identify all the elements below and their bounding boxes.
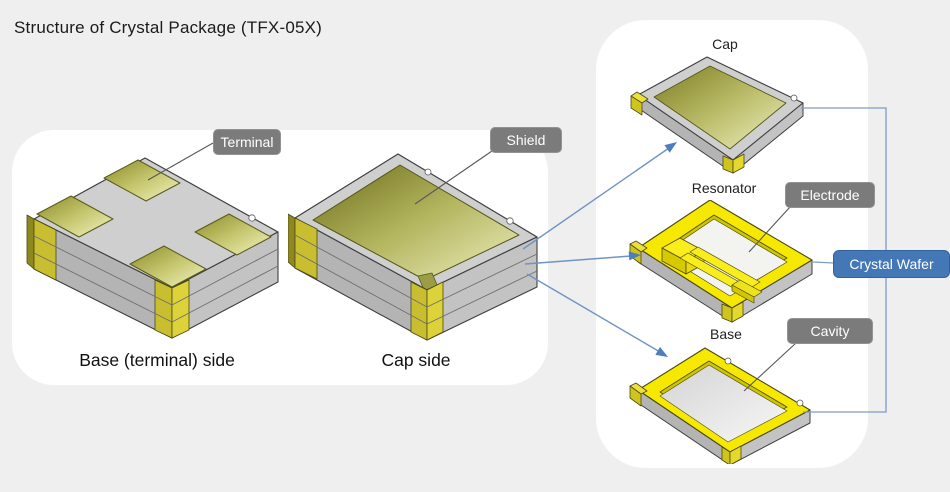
terminal-pads <box>36 159 272 288</box>
crystal-wafer-callout: Crystal Wafer <box>833 250 950 278</box>
edge-notch <box>796 399 804 407</box>
castellation-bottom-b <box>171 279 190 339</box>
shield-callout: Shield <box>490 127 562 153</box>
layer-lines <box>294 234 538 325</box>
cap-part-illustration <box>630 56 804 174</box>
castellation-left <box>33 218 57 281</box>
cap-side-package-illustration <box>288 153 538 341</box>
layer-lines <box>33 235 279 323</box>
castellation-bottom-a <box>154 279 173 339</box>
castellation-bottom-a <box>721 446 731 464</box>
terminal-pad <box>129 245 207 288</box>
terminal-pad <box>194 213 272 256</box>
castellation-bottom-b <box>729 445 742 464</box>
page-title: Structure of Crystal Package (TFX-05X) <box>14 18 323 37</box>
cap-inner-face <box>653 65 787 150</box>
castellation-left <box>294 217 318 280</box>
electrode-callout: Electrode <box>785 182 875 208</box>
base-side-package-illustration <box>26 157 279 339</box>
cavity-floor <box>659 364 788 443</box>
castellation-back <box>288 213 296 269</box>
resonator-label: Resonator <box>691 180 757 196</box>
terminal-pad <box>36 195 114 238</box>
castellation-back <box>26 214 35 270</box>
edge-notch <box>248 214 256 222</box>
cap-side-caption: Cap side <box>381 350 451 370</box>
cap-label: Cap <box>712 36 738 52</box>
edge-notch <box>424 168 432 176</box>
resonator-part-illustration <box>629 200 813 323</box>
castellation-left-front <box>630 95 643 116</box>
edge-notch <box>506 217 514 225</box>
castellation-bottom-b <box>732 153 745 174</box>
crystal-wafer-fork <box>661 237 763 304</box>
edge-notch <box>790 94 798 102</box>
base-part-illustration <box>629 347 811 464</box>
castellation-left-front <box>629 385 642 407</box>
base-label: Base <box>710 326 742 342</box>
terminal-callout: Terminal <box>213 129 281 155</box>
castellation-bottom-b <box>426 281 444 341</box>
fork-tip-front <box>731 284 755 304</box>
castellation-bottom-a <box>410 281 428 341</box>
edge-notch <box>724 357 732 365</box>
castellation-bottom-b <box>731 301 744 323</box>
base-side-caption: Base (terminal) side <box>79 350 235 370</box>
cavity-callout: Cavity <box>787 318 873 344</box>
